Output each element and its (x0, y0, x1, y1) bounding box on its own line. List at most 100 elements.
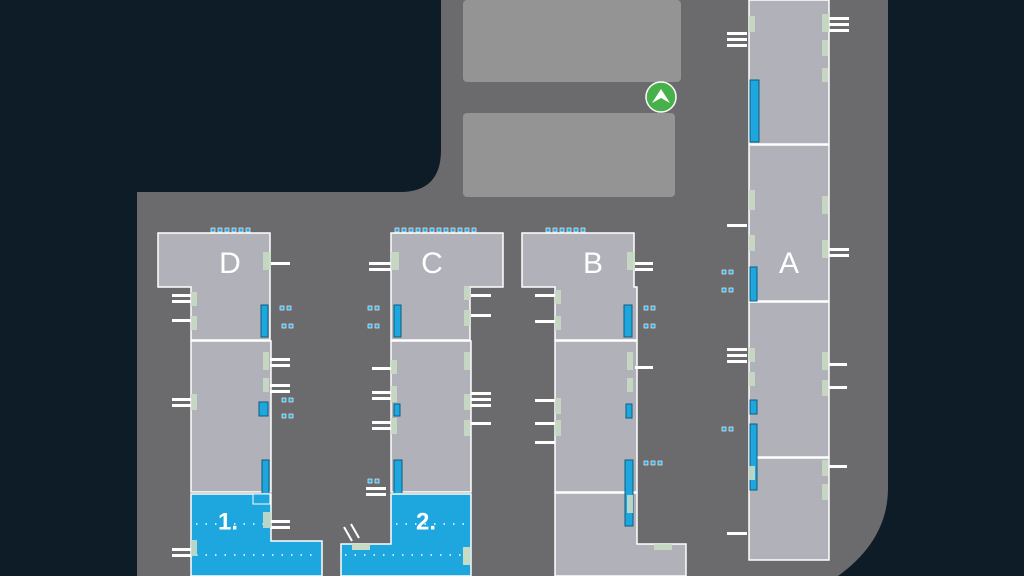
loading-door (627, 495, 633, 513)
available-space-2[interactable]: 2. (340, 493, 472, 576)
loading-dock (727, 224, 747, 227)
loading-door (463, 547, 470, 565)
building-a-unit[interactable] (748, 144, 830, 302)
parking-marker (721, 287, 727, 293)
parking-marker (374, 305, 380, 311)
parking-marker (367, 478, 373, 484)
loading-dock (829, 23, 849, 26)
loading-door (654, 544, 672, 550)
loading-door (749, 372, 755, 386)
parking-marker (650, 460, 656, 466)
parking-marker (650, 323, 656, 329)
loading-dock (535, 399, 555, 402)
building-c[interactable]: C (390, 232, 504, 527)
loading-dock (635, 366, 653, 369)
parking-marker (457, 227, 463, 233)
parking-marker (728, 287, 734, 293)
tenant-window (258, 401, 269, 417)
parking-marker (450, 227, 456, 233)
loading-door (555, 316, 561, 330)
parking-marker (231, 227, 237, 233)
loading-door (191, 394, 197, 410)
loading-dock (727, 354, 747, 357)
loading-door (749, 348, 755, 362)
loading-door (822, 68, 828, 82)
loading-dock (471, 392, 491, 395)
loading-dock (727, 532, 747, 535)
loading-dock (172, 300, 192, 303)
parking-marker (288, 397, 294, 403)
loading-dock (829, 363, 847, 366)
building-a-unit[interactable] (748, 301, 830, 458)
parking-marker (367, 323, 373, 329)
building-d[interactable]: D (157, 232, 272, 501)
building-b-unit[interactable] (554, 340, 638, 493)
parking-marker (217, 227, 223, 233)
parking-marker (415, 227, 421, 233)
loading-door (822, 352, 828, 370)
hash-mark (350, 523, 360, 539)
building-c-unit[interactable] (390, 340, 472, 493)
building-d-shape[interactable] (157, 232, 271, 341)
tenant-window (624, 459, 634, 527)
parking-marker (281, 413, 287, 419)
loading-door (464, 286, 470, 300)
tenant-window (749, 399, 758, 415)
loading-dock (369, 262, 391, 265)
loading-door (822, 380, 828, 396)
loading-door (391, 360, 397, 374)
parking-marker (721, 426, 727, 432)
tenant-window (749, 423, 758, 491)
available-space-1[interactable]: 1. (190, 493, 323, 576)
loading-dock (270, 526, 290, 529)
building-d-unit[interactable] (190, 340, 272, 493)
parking-marker (238, 227, 244, 233)
loading-dock (635, 268, 653, 271)
parking-marker (728, 426, 734, 432)
building-b-shape[interactable] (521, 232, 638, 341)
loading-dock (829, 29, 849, 32)
building-d-label: D (219, 247, 241, 280)
available-space-2-label: 2. (416, 508, 436, 535)
parking-marker (374, 323, 380, 329)
loading-door (822, 40, 828, 56)
loading-dock (829, 248, 849, 251)
parking-marker (721, 269, 727, 275)
available-space-1-label: 1. (218, 508, 238, 535)
building-c-label: C (421, 247, 443, 280)
parking-marker (281, 397, 287, 403)
loading-dock (372, 421, 392, 424)
building-a-unit[interactable] (748, 457, 830, 561)
loading-dock (366, 493, 386, 496)
loading-door (391, 252, 399, 270)
parking-marker (224, 227, 230, 233)
building-a[interactable]: A (748, 0, 830, 561)
loading-door (627, 352, 633, 370)
loading-door (822, 460, 828, 476)
tenant-window (393, 403, 401, 417)
parking-marker (443, 227, 449, 233)
loading-dock (535, 441, 555, 444)
loading-dock (471, 398, 491, 401)
loading-dock (535, 320, 555, 323)
parking-marker (643, 323, 649, 329)
building-b-unit[interactable] (554, 492, 687, 576)
loading-door (391, 418, 397, 434)
parking-lot-south (463, 113, 675, 197)
building-b[interactable]: B (521, 232, 687, 576)
loading-dock (372, 427, 392, 430)
parking-marker (580, 227, 586, 233)
loading-door (464, 420, 470, 436)
parking-marker (374, 478, 380, 484)
parking-marker (643, 305, 649, 311)
loading-door (555, 398, 561, 414)
loading-door (263, 378, 269, 392)
parking-marker (552, 227, 558, 233)
building-a-unit[interactable] (748, 0, 830, 145)
loading-door (191, 316, 197, 330)
available-space-1-area[interactable] (190, 493, 323, 576)
tenant-window (749, 266, 758, 302)
north-arrow-icon[interactable] (645, 81, 677, 113)
loading-dock (366, 487, 386, 490)
